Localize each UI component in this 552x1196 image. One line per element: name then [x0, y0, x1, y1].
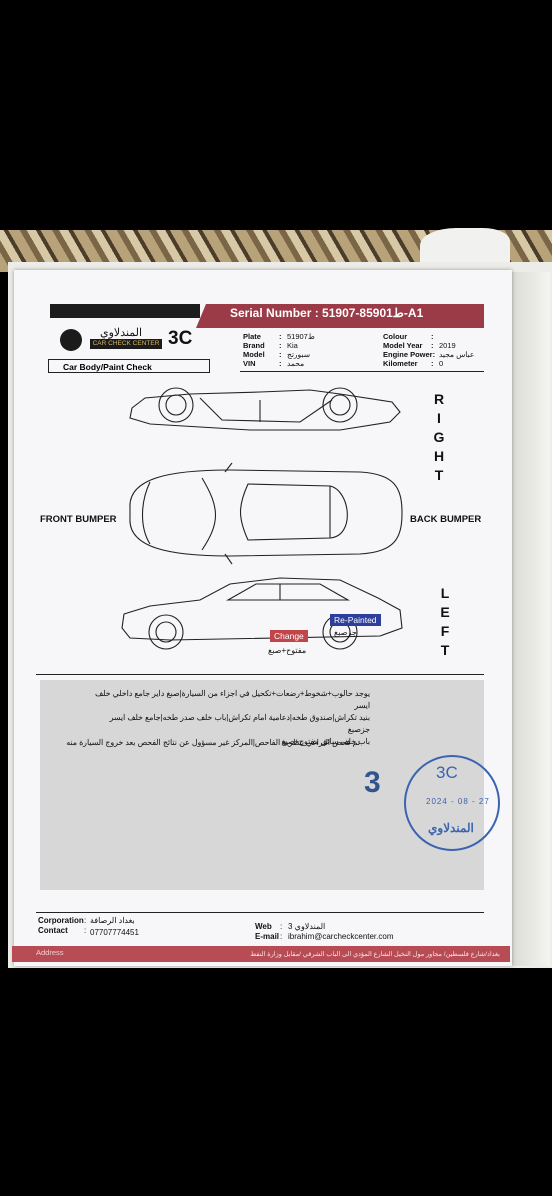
plate-row: Plate : ط51907 — [243, 332, 315, 341]
year-value: 2019 — [439, 341, 456, 350]
repainted-tag: Re-Painted — [330, 614, 381, 626]
email-label: E-mail — [255, 932, 280, 941]
logo-emblem-icon — [60, 329, 82, 351]
engine-row: Engine Power: عباس مجيد — [383, 350, 475, 359]
contact-value: 07707774451 — [90, 928, 139, 937]
model-row: Model : سبورتج — [243, 350, 310, 359]
header-black-bar — [50, 304, 200, 318]
inspector-number: 3 — [364, 766, 381, 799]
change-tag: Change — [270, 630, 308, 642]
km-row: Kilometer : 0 — [383, 359, 444, 368]
colour-row: Colour : — [383, 332, 434, 341]
engine-value: عباس مجيد — [439, 350, 475, 359]
plate-value: ط51907 — [287, 332, 315, 341]
logo-arabic: المندلاوي — [100, 327, 143, 339]
web-label: Web — [255, 922, 272, 931]
stamp-code: 3C — [436, 763, 458, 782]
address-value: بغداد/شارع فلسطين/ مجاور مول النخيل الشا… — [250, 951, 500, 958]
vin-value: محمد — [287, 359, 305, 368]
email-value: ibrahim@carcheckcenter.com — [288, 932, 394, 941]
repainted-tag-arabic: جزصبغ — [334, 628, 357, 637]
change-tag-arabic: مفتوح+صبغ — [268, 646, 307, 655]
front-bumper-label: FRONT BUMPER — [40, 514, 117, 525]
corp-value: بغداد الرصافة — [90, 916, 135, 925]
header-divider — [240, 371, 484, 372]
logo-3c: 3C — [168, 328, 193, 349]
company-stamp: 3C 2024 - 08 - 27 المندلاوي — [404, 755, 500, 851]
brand-value: Kia — [287, 341, 298, 350]
serial-value: ط85901-51907-A1 — [322, 306, 424, 320]
header-red-bar — [196, 304, 484, 328]
notes-text: يوجد حالوب+شخوط+رضعات+تكحيل في اجزاء من … — [95, 689, 370, 746]
stamp-arabic: المندلاوي — [428, 821, 474, 835]
serial-number: Serial Number : ط85901-51907-A1 — [230, 306, 423, 320]
notes-divider — [36, 674, 484, 675]
disclaimer-text: تم فحص البراغي بنظرية الفاحص|المركز غير … — [66, 738, 360, 747]
web-value: المندلاوي 3 — [288, 922, 326, 931]
address-label: Address — [36, 948, 64, 957]
footer-divider — [36, 912, 484, 913]
km-value: 0 — [439, 359, 444, 368]
contact-label: Contact — [38, 926, 68, 935]
logo-band: CAR CHECK CENTER — [90, 339, 162, 349]
stamp-date: 2024 - 08 - 27 — [426, 797, 490, 806]
serial-label: Serial Number : — [230, 306, 319, 320]
address-bar — [12, 946, 510, 962]
folder-edge — [512, 272, 550, 966]
back-bumper-label: BACK BUMPER — [410, 514, 482, 525]
car-diagram — [121, 387, 403, 650]
year-row: Model Year : 2019 — [383, 341, 456, 350]
brand-row: Brand : Kia — [243, 341, 298, 350]
section-title: Car Body/Paint Check — [48, 359, 210, 373]
vin-row: VIN : محمد — [243, 359, 305, 368]
model-value: سبورتج — [287, 350, 310, 359]
corp-label: Corporation — [38, 916, 84, 925]
